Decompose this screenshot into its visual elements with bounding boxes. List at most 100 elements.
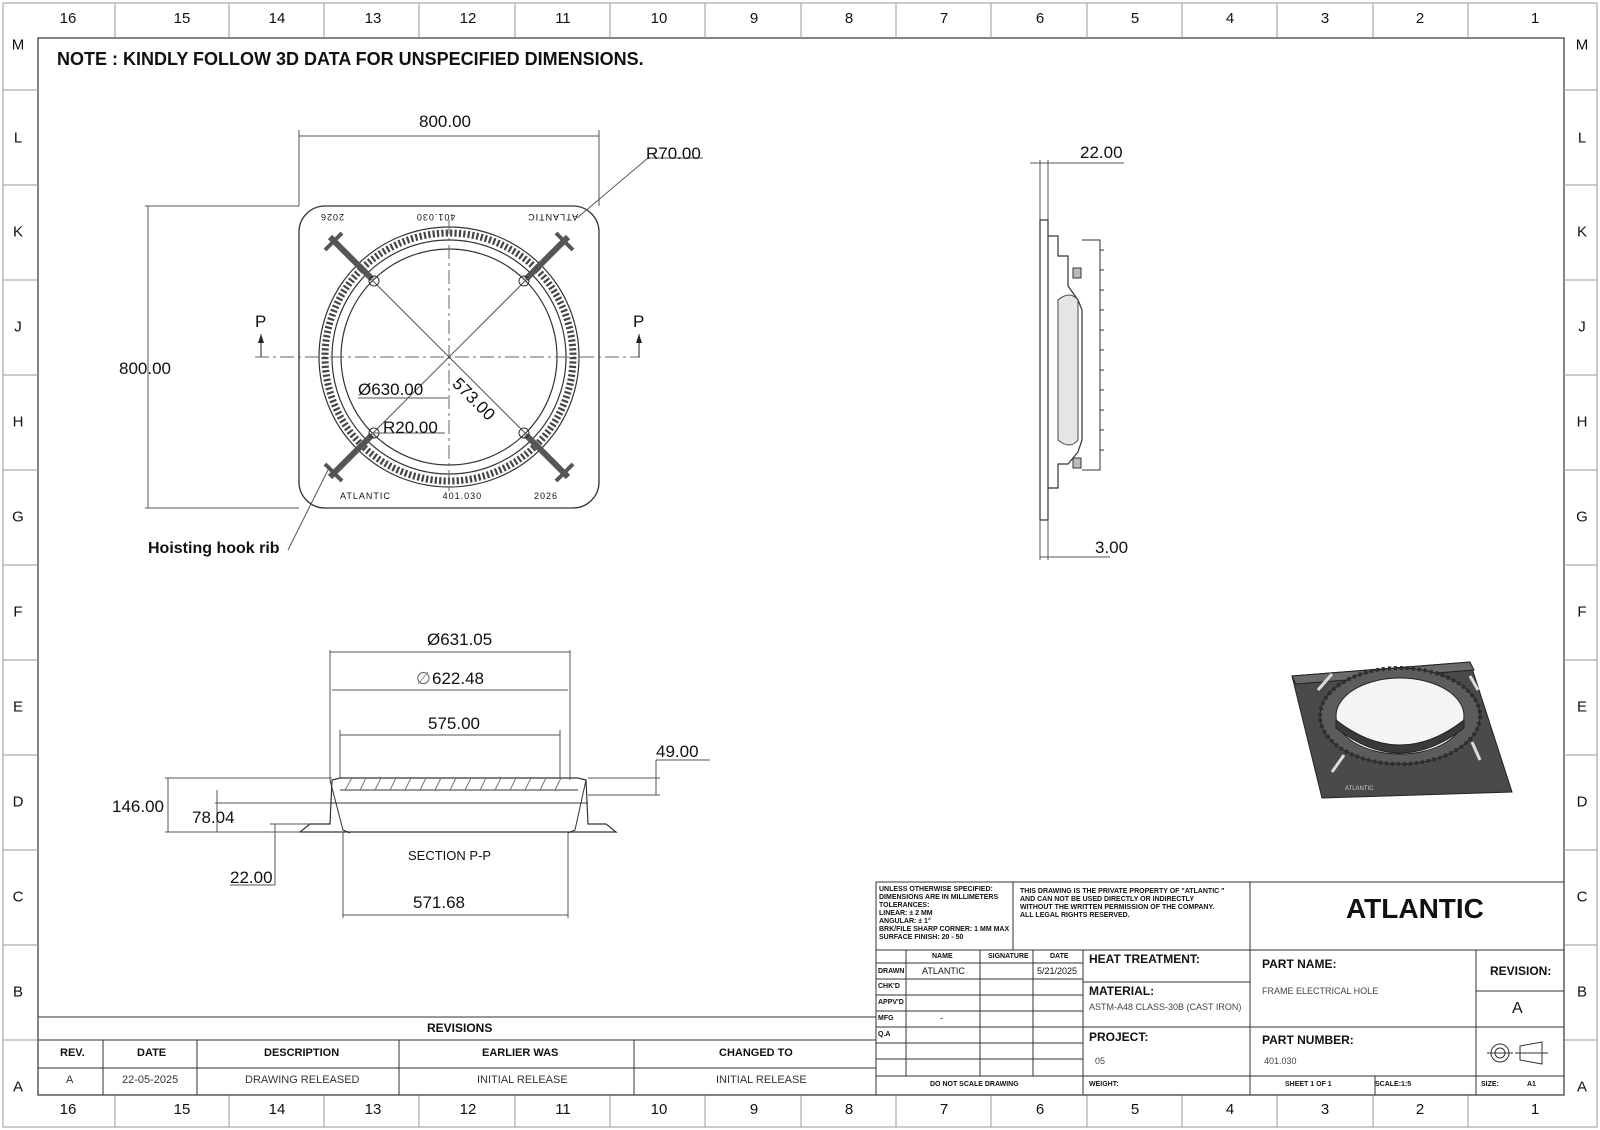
zone-column-label: 2 xyxy=(1415,1101,1425,1118)
zone-row-label: F xyxy=(1577,603,1587,621)
hook-rib-bl xyxy=(327,432,375,480)
company-logo: ATLANTIC xyxy=(1346,893,1484,924)
engraving-text: 401.030 xyxy=(442,491,483,501)
engraving-text: 2026 xyxy=(320,212,345,222)
engraving-text: 401.030 xyxy=(415,212,456,222)
zone-column-label: 5 xyxy=(1130,10,1140,27)
col-header-date: DATE xyxy=(1050,953,1069,960)
project-value: 05 xyxy=(1095,1056,1106,1066)
earlier-was-header: EARLIER WAS xyxy=(482,1047,559,1059)
zone-row-label: K xyxy=(1576,223,1587,241)
top-view xyxy=(145,130,703,551)
description-cell: DRAWING RELEASED xyxy=(245,1074,360,1086)
material-value: ASTM-A48 CLASS-30B (CAST IRON) xyxy=(1089,1002,1242,1012)
dim-base-height: 22.00 xyxy=(230,868,273,887)
dim-height: 800.00 xyxy=(119,359,171,378)
dim-outer-diameter: Ø631.05 xyxy=(427,630,493,649)
section-marker-right: P xyxy=(633,312,645,331)
zone-column-label: 14 xyxy=(268,10,286,27)
zone-column-label: 1 xyxy=(1530,1101,1540,1118)
dim-mid-diameter: 622.48 xyxy=(432,669,484,688)
tolerance-line: UNLESS OTHERWISE SPECIFIED: xyxy=(879,886,993,893)
dim-corner-radius: R70.00 xyxy=(646,144,701,163)
drawn-name: ATLANTIC xyxy=(922,966,965,976)
row-label-drawn: DRAWN xyxy=(878,968,905,975)
zone-row-label: D xyxy=(1576,793,1588,811)
engraving-text: ATLANTIC xyxy=(340,491,391,501)
hoisting-hook-callout: Hoisting hook rib xyxy=(148,540,280,557)
drawn-date: 5/21/2025 xyxy=(1037,966,1078,976)
side-flange xyxy=(1039,219,1049,521)
zone-column-label: 16 xyxy=(59,1101,77,1118)
zone-column-label: 12 xyxy=(459,1101,477,1118)
zone-row-label: L xyxy=(13,129,23,147)
diameter-symbol: ∅ xyxy=(416,669,431,688)
zone-column-label: 4 xyxy=(1225,1101,1235,1118)
size-label: SIZE: xyxy=(1481,1081,1499,1088)
project-label: PROJECT: xyxy=(1089,1030,1149,1044)
engraving-text: 2026 xyxy=(533,491,558,501)
row-label-chkd: CHK'D xyxy=(878,983,900,990)
zone-column-label: 13 xyxy=(364,10,382,27)
weight-label: WEIGHT: xyxy=(1089,1081,1119,1088)
part-name-label: PART NAME: xyxy=(1262,957,1337,971)
property-note: THIS DRAWING IS THE PRIVATE PROPERTY OF … xyxy=(1020,888,1224,920)
sheet-label: SHEET 1 OF 1 xyxy=(1285,1081,1332,1088)
earlier-was-cell: INITIAL RELEASE xyxy=(477,1074,568,1086)
dim-thickness-bottom: 3.00 xyxy=(1095,538,1129,557)
part-number-label: PART NUMBER: xyxy=(1262,1033,1354,1047)
zone-row-label: C xyxy=(12,888,24,906)
date-cell: 22-05-2025 xyxy=(122,1074,179,1086)
engraving-text: ATLANTIC xyxy=(527,212,578,222)
callout-leader xyxy=(287,465,331,551)
zone-column-label: 9 xyxy=(749,10,759,27)
zone-row-label: C xyxy=(1576,888,1588,906)
revision-value: A xyxy=(1512,1000,1523,1017)
tolerance-line: LINEAR: ± 2 MM xyxy=(879,910,933,917)
zone-column-label: 10 xyxy=(650,1101,668,1118)
part-number-value: 401.030 xyxy=(1264,1056,1297,1066)
part-name-value: FRAME ELECTRICAL HOLE xyxy=(1262,986,1379,996)
zone-column-label: 2 xyxy=(1415,10,1425,27)
col-header-name: NAME xyxy=(932,953,953,960)
zone-row-label: B xyxy=(1576,983,1587,1001)
dim-hole-radius: R20.00 xyxy=(383,418,438,437)
engraving-bottom: ATLANTIC 401.030 2026 xyxy=(340,491,558,501)
dim-inner-width: 575.00 xyxy=(428,714,480,733)
zone-column-label: 12 xyxy=(459,10,477,27)
material-label: MATERIAL: xyxy=(1089,984,1155,998)
size-value: A1 xyxy=(1527,1081,1536,1088)
zone-ticks xyxy=(3,3,1597,1127)
drawing-border xyxy=(37,37,1565,1096)
zone-column-label: 6 xyxy=(1035,10,1045,27)
zone-row-label: B xyxy=(12,983,23,1001)
zone-row-label: G xyxy=(12,508,24,526)
zone-row-label: K xyxy=(12,223,23,241)
zone-row-label: F xyxy=(13,603,23,621)
hook-rib-br xyxy=(523,432,571,480)
zone-column-label: 1 xyxy=(1530,10,1540,27)
section-label: SECTION P-P xyxy=(408,848,492,863)
zone-column-label: 14 xyxy=(268,1101,286,1118)
rev-header: REV. xyxy=(60,1047,85,1059)
hole-br xyxy=(518,427,530,439)
dim-bottom-width: 571.68 xyxy=(413,893,465,912)
section-profile xyxy=(298,777,618,833)
property-line: ALL LEGAL RIGHTS RESERVED. xyxy=(1020,912,1130,919)
engraving-top: ATLANTIC 401.030 2026 xyxy=(320,212,578,222)
zone-column-label: 3 xyxy=(1320,1101,1330,1118)
revision-label: REVISION: xyxy=(1490,964,1552,978)
zone-column-label: 11 xyxy=(555,10,571,27)
zone-row-label: A xyxy=(1576,1078,1587,1096)
hole-tl xyxy=(368,275,380,287)
zone-row-label: E xyxy=(1576,698,1587,716)
changed-to-header: CHANGED TO xyxy=(719,1047,793,1059)
hole-tr xyxy=(518,275,530,287)
diagonal-2 xyxy=(359,267,539,447)
zone-row-label: E xyxy=(12,698,23,716)
property-line: WITHOUT THE WRITTEN PERMISSION OF THE CO… xyxy=(1020,904,1215,911)
zone-column-label: 7 xyxy=(939,10,949,27)
general-note: NOTE : KINDLY FOLLOW 3D DATA FOR UNSPECI… xyxy=(57,49,644,69)
zone-row-label: H xyxy=(12,413,24,431)
